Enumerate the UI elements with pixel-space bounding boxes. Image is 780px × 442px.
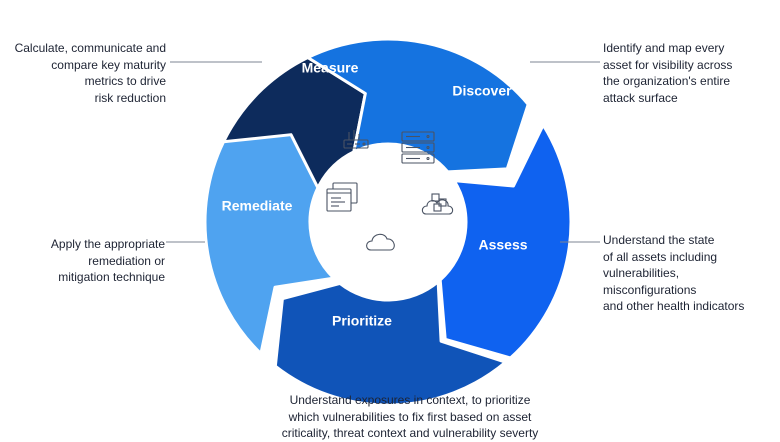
prioritize-label: Prioritize xyxy=(332,313,392,329)
center-hub xyxy=(310,144,466,300)
remediate-description: Apply the appropriate remediation or mit… xyxy=(50,237,165,284)
remediate-label: Remediate xyxy=(222,198,293,214)
factory-icon xyxy=(343,130,369,149)
assess-label: Assess xyxy=(478,237,527,253)
assess-description: Understand the state of all assets inclu… xyxy=(603,233,745,313)
prioritize-description: Understand exposures in context, to prio… xyxy=(281,393,539,440)
browser-windows-icon xyxy=(326,182,358,212)
discover-description: Identify and map every asset for visibil… xyxy=(603,41,733,105)
cloud-cubes-icon xyxy=(421,193,454,215)
discover-label: Discover xyxy=(452,83,512,99)
measure-label: Measure xyxy=(302,60,359,76)
server-rack-icon xyxy=(401,131,435,164)
cycle-segments xyxy=(203,37,573,407)
cloud-icon xyxy=(366,233,395,251)
connector-lines xyxy=(166,61,600,243)
measure-description: Calculate, communicate and compare key m… xyxy=(14,41,166,105)
